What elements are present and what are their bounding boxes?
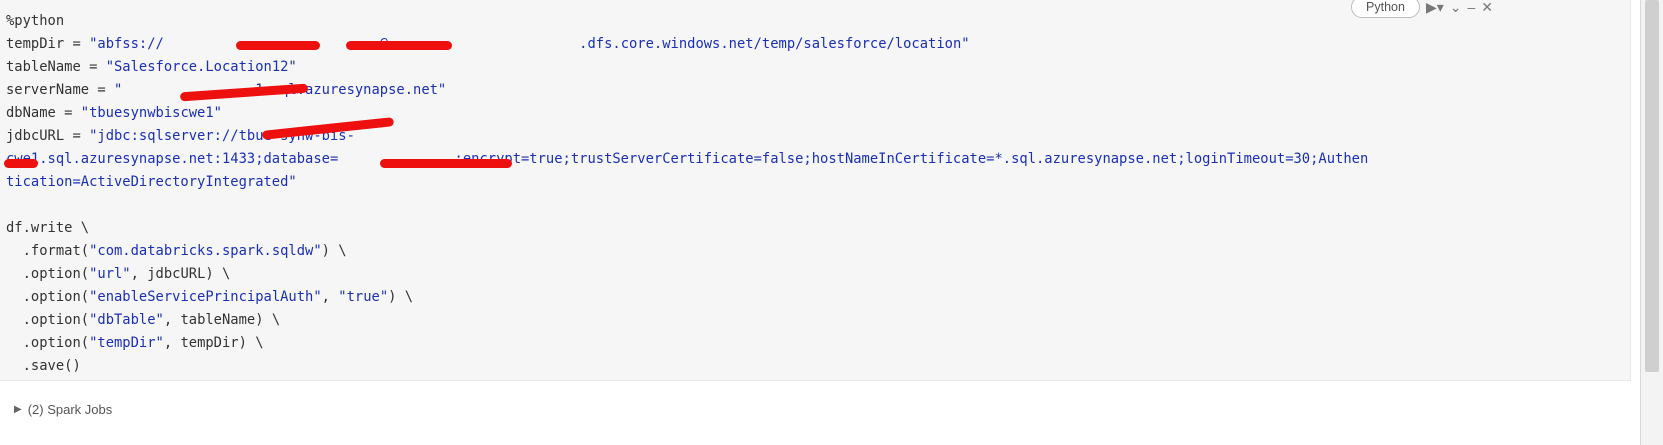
redaction-mark bbox=[236, 41, 320, 50]
code-text: , tempDir) \ bbox=[163, 335, 264, 351]
code-text: , jdbcURL) \ bbox=[130, 266, 231, 282]
code-string: "enableServicePrincipalAuth" bbox=[89, 289, 322, 305]
code-text: .save() bbox=[6, 358, 81, 374]
spark-jobs-label: (2) Spark Jobs bbox=[27, 402, 113, 417]
code-string: "tempDir" bbox=[89, 335, 164, 351]
scrollbar[interactable] bbox=[1640, 0, 1663, 445]
code-text: .option( bbox=[6, 312, 90, 328]
code-editor[interactable]: %python tempDir = "abfss:// @ .dfs.core.… bbox=[6, 10, 1368, 378]
code-line: %python bbox=[6, 13, 65, 29]
code-string: "url" bbox=[89, 266, 131, 282]
code-text: dbName = bbox=[6, 105, 81, 121]
code-text: ) \ bbox=[388, 289, 414, 305]
code-text: .format( bbox=[6, 243, 90, 259]
language-badge[interactable]: Python bbox=[1351, 0, 1420, 18]
code-text: tableName = bbox=[6, 59, 106, 75]
code-text: .option( bbox=[6, 335, 90, 351]
run-icon[interactable]: ▶▾ bbox=[1425, 0, 1444, 15]
code-string: "com.databricks.spark.sqldw" bbox=[89, 243, 322, 259]
code-text: .option( bbox=[6, 266, 90, 282]
chevron-down-icon[interactable]: ⌄ bbox=[1449, 0, 1462, 15]
code-string: cwe1.sql.azuresynapse.net:1433;database=… bbox=[6, 151, 1369, 167]
close-icon[interactable]: ✕ bbox=[1481, 0, 1493, 15]
spark-jobs-toggle[interactable]: ▶ (2) Spark Jobs bbox=[14, 402, 112, 417]
code-string: "Salesforce.Location12" bbox=[105, 59, 297, 75]
caret-right-icon: ▶ bbox=[14, 404, 22, 415]
minimize-icon[interactable]: – bbox=[1467, 0, 1476, 15]
cell-toolbar: Python ▶▾ ⌄ – ✕ bbox=[1351, 0, 1493, 18]
code-string: "abfss:// @ .dfs.core.windows.net/temp/s… bbox=[89, 36, 970, 52]
scrollbar-thumb[interactable] bbox=[1645, 0, 1659, 372]
code-string: "tbuesynwbiscwe1" bbox=[80, 105, 222, 121]
code-text: jdbcURL = bbox=[6, 128, 90, 144]
code-text: .option( bbox=[6, 289, 90, 305]
code-text: serverName = bbox=[6, 82, 114, 98]
redaction-mark bbox=[346, 41, 452, 50]
code-text: , tableName) \ bbox=[163, 312, 281, 328]
code-text: df.write \ bbox=[6, 220, 90, 236]
notebook-cell[interactable]: Python ▶▾ ⌄ – ✕ %python tempDir = "abfss… bbox=[0, 0, 1631, 381]
redaction-mark bbox=[4, 159, 38, 168]
code-text: ) \ bbox=[321, 243, 347, 259]
code-string: "dbTable" bbox=[89, 312, 164, 328]
code-string: tication=ActiveDirectoryIntegrated" bbox=[6, 174, 297, 190]
code-text: , bbox=[321, 289, 339, 305]
code-text: tempDir = bbox=[6, 36, 90, 52]
redaction-mark bbox=[380, 159, 512, 168]
code-string: "true" bbox=[338, 289, 389, 305]
